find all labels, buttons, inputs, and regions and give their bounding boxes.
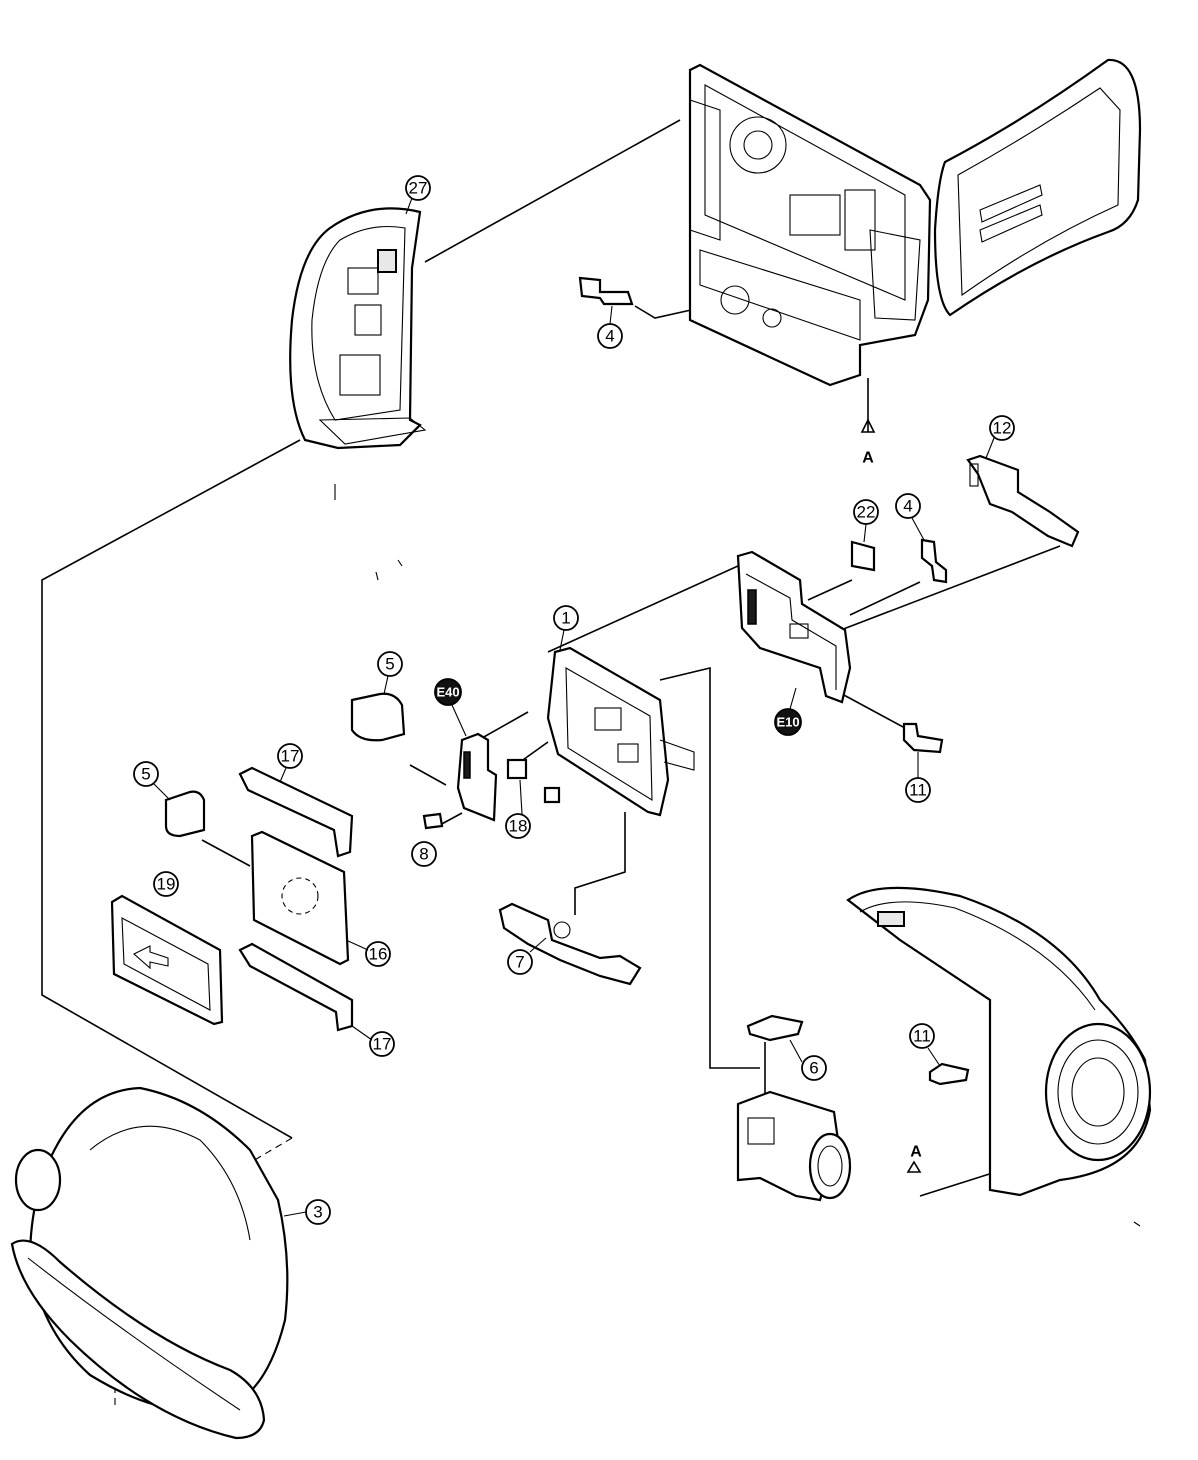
dash-mark-2 [375,571,379,581]
part-17-strip-lower [238,942,354,1032]
svg-text:16: 16 [369,945,388,964]
callout-17-lower: 17 [369,1031,395,1057]
callout-22: 22 [853,499,879,525]
svg-text:1: 1 [561,609,570,628]
label-a-top: A [862,450,874,467]
svg-text:17: 17 [281,747,300,766]
callouts: 27 4 12 22 4 1 5 E40 17 5 18 8 E10 11 19… [133,175,1015,1225]
callout-4-right: 4 [895,493,921,519]
callout-5-upper: 5 [377,651,403,677]
leader-4-top [634,305,701,319]
callout-19: 19 [153,871,179,897]
dash-mark-3 [397,559,403,567]
leader-1-to-6 [659,666,760,1069]
leader-27-to-housing [424,119,681,263]
callout-stubs [153,197,995,1217]
part-e10-circuit-board [736,550,852,704]
callout-6: 6 [801,1055,827,1081]
part-12-bracket [966,454,1080,548]
part-1-main-frame [546,646,695,817]
svg-text:4: 4 [605,327,614,346]
callout-11-right: 11 [905,777,931,803]
svg-text:3: 3 [313,1203,322,1222]
callout-1: 1 [553,605,579,631]
callout-12: 12 [989,415,1015,441]
svg-text:7: 7 [515,953,524,972]
callout-3: 3 [305,1199,331,1225]
svg-text:11: 11 [909,781,927,800]
callout-7: 7 [507,949,533,975]
svg-text:19: 19 [157,875,176,894]
svg-text:E10: E10 [776,715,799,730]
part-4-bracket-top [578,276,634,306]
callout-4-top: 4 [597,323,623,349]
callout-17-upper: 17 [277,743,303,769]
leader-18 [519,741,549,763]
svg-text:17: 17 [373,1035,392,1054]
svg-text:12: 12 [993,419,1012,438]
part-19-cover [110,894,224,1026]
svg-text:18: 18 [509,817,528,836]
callout-18: 18 [505,813,531,839]
reference-labels: A A [860,418,922,1173]
leader-1-to-board [547,555,761,653]
leader-board-to-22 [807,579,853,601]
leader-40-to-1 [481,711,529,739]
svg-text:8: 8 [419,845,428,864]
main-chassis-assembly [688,58,1142,387]
svg-text:E40: E40 [436,685,459,700]
svg-text:6: 6 [809,1059,818,1078]
part-6-bracket [746,1014,804,1042]
leader-5-to-40 [409,764,447,786]
leader-board-to-12 [819,545,1061,639]
part-18-pads [506,758,561,804]
part-3-body-shell [10,1086,289,1440]
leader-board-to-11 [841,693,906,729]
leader-5-lower [201,839,251,867]
part-e40-board [456,732,498,822]
part-22-pad [850,540,876,572]
part-4-bracket-right [920,538,948,584]
svg-text:27: 27 [409,179,428,198]
arrow-a-top [860,418,876,433]
leader-board-to-4 [849,581,921,616]
part-7-plate [498,902,642,986]
callout-5-lower: 5 [133,761,159,787]
part-11-bracket [902,722,944,754]
part-27-side-cover [289,207,427,450]
part-5-ribbon-lower [164,790,206,838]
leader-7 [574,812,626,915]
svg-text:22: 22 [857,503,876,522]
svg-text:5: 5 [141,765,150,784]
svg-text:5: 5 [385,655,394,674]
svg-text:4: 4 [903,497,912,516]
callout-11-lower: 11 [909,1023,935,1049]
part-5-ribbon-upper [350,692,406,742]
svg-text:11: 11 [913,1027,931,1046]
callout-27: 27 [405,175,431,201]
lens-block-assembly [736,1090,852,1202]
callout-e40: E40 [434,678,462,706]
part-11-bracket-lower [928,1062,970,1086]
dash-mark-4 [1133,1221,1141,1227]
callout-16: 16 [365,941,391,967]
arrow-a-bottom [906,1160,922,1173]
part-8-clip [422,812,444,830]
label-a-bottom: A [910,1144,922,1161]
leader-a-bottom [919,1169,1003,1197]
front-housing-right [846,886,1152,1197]
misc-dashes [334,484,1141,1227]
callout-8: 8 [411,841,437,867]
part-17-strip-upper [238,766,354,858]
callout-e10: E10 [774,708,802,736]
leader-left-frame [41,439,301,1139]
part-16-panel [250,830,350,966]
